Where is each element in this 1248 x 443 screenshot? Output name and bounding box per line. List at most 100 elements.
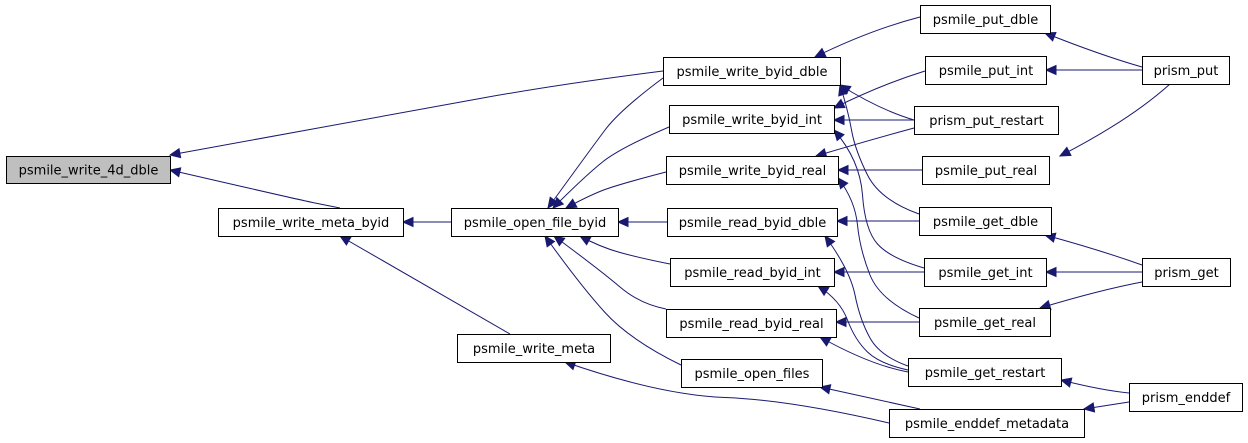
edge-line — [544, 235, 682, 366]
edge-prism-put-restart-to-psmile-write-byid-dble — [838, 84, 915, 121]
edge-line — [1044, 234, 1143, 266]
edge-line — [579, 235, 671, 265]
edge-line — [814, 16, 921, 58]
node-prism-enddef[interactable]: prism_enddef — [1129, 383, 1243, 412]
edge-prism-get-to-psmile-get-real — [1038, 281, 1143, 311]
edge-prism-enddef-to-psmile-get-restart — [1059, 377, 1130, 394]
edge-psmile-read-byid-dble-to-psmile-open-file-byid — [616, 216, 667, 228]
arrow-head — [837, 177, 849, 190]
edge-psmile-get-real-to-psmile-write-byid-real — [837, 177, 920, 319]
node-psmile-put-real[interactable]: psmile_put_real — [922, 156, 1050, 185]
node-psmile-get-int[interactable]: psmile_get_int — [924, 258, 1047, 287]
arrow-head — [816, 285, 830, 297]
edge-prism-put-to-psmile-put-int — [1044, 64, 1142, 76]
node-label: psmile_write_meta_byid — [233, 216, 390, 231]
arrow-head — [835, 215, 848, 227]
arrow-head — [544, 235, 556, 248]
node-psmile-read-byid-dble[interactable]: psmile_read_byid_dble — [667, 208, 838, 237]
node-psmile-read-byid-real[interactable]: psmile_read_byid_real — [666, 309, 837, 338]
node-label: psmile_get_restart — [925, 366, 1046, 381]
edge-line — [837, 177, 920, 319]
edge-psmile-write-byid-dble-to-psmile-open-file-byid — [547, 77, 664, 209]
node-psmile-get-dble[interactable]: psmile_get_dble — [919, 207, 1052, 236]
node-psmile-get-restart[interactable]: psmile_get_restart — [908, 358, 1062, 387]
node-box — [457, 334, 611, 363]
edge-psmile-put-int-to-psmile-write-byid-int — [832, 70, 926, 109]
node-psmile-write-4d-dble[interactable]: psmile_write_4d_dble — [6, 156, 171, 184]
arrow-head — [838, 83, 849, 97]
edge-line — [817, 285, 909, 371]
arrow-head — [401, 216, 414, 228]
node-box — [914, 106, 1059, 135]
edge-psmile-write-byid-dble-to-psmile-write-4d-dble — [168, 70, 664, 159]
node-psmile-write-byid-int[interactable]: psmile_write_byid_int — [669, 105, 835, 134]
edge-line — [339, 235, 511, 335]
node-psmile-open-file-byid[interactable]: psmile_open_file_byid — [451, 208, 619, 237]
node-label: psmile_read_byid_real — [679, 317, 823, 332]
arrow-head — [168, 147, 182, 159]
edge-psmile-get-int-to-psmile-write-byid-int — [833, 129, 925, 269]
edge-psmile-open-files-to-psmile-open-file-byid — [544, 235, 682, 366]
node-label: psmile_enddef_metadata — [905, 417, 1069, 432]
node-box — [922, 156, 1050, 185]
edge-psmile-write-byid-real-to-psmile-open-file-byid — [564, 171, 667, 209]
arrow-head — [1058, 146, 1072, 157]
node-label: psmile_put_int — [939, 64, 1033, 79]
node-label: psmile_write_byid_dble — [676, 65, 827, 80]
edge-line — [815, 127, 915, 157]
node-psmile-open-files[interactable]: psmile_open_files — [681, 359, 823, 388]
arrow-head — [834, 316, 847, 328]
arrow-head — [1082, 402, 1096, 413]
edge-line — [565, 171, 667, 209]
node-prism-put-restart[interactable]: prism_put_restart — [914, 106, 1059, 135]
node-label: psmile_get_dble — [933, 215, 1038, 230]
edge-line — [552, 126, 670, 209]
edge-psmile-open-file-byid-to-psmile-write-meta-byid — [401, 216, 451, 228]
edge-line — [819, 336, 909, 373]
node-box — [667, 208, 838, 237]
edge-line — [839, 84, 915, 121]
node-label: psmile_put_dble — [933, 13, 1039, 28]
edge-line — [819, 386, 921, 410]
node-box — [908, 358, 1062, 387]
node-box — [663, 57, 841, 86]
node-psmile-enddef-metadata[interactable]: psmile_enddef_metadata — [889, 409, 1085, 438]
node-label: psmile_open_file_byid — [464, 216, 606, 231]
node-prism-get[interactable]: prism_get — [1142, 258, 1231, 287]
node-psmile-read-byid-int[interactable]: psmile_read_byid_int — [670, 258, 835, 287]
node-box — [1142, 56, 1230, 85]
node-label: prism_enddef — [1142, 391, 1231, 406]
node-psmile-write-byid-real[interactable]: psmile_write_byid_real — [666, 156, 839, 185]
edge-psmile-read-byid-int-to-psmile-open-file-byid — [578, 235, 671, 265]
edge-prism-get-to-psmile-get-dble — [1043, 232, 1143, 266]
node-box — [1129, 383, 1243, 412]
node-box — [669, 105, 835, 134]
arrow-head — [818, 336, 832, 347]
node-box — [919, 207, 1052, 236]
node-box — [920, 5, 1051, 34]
node-box — [1142, 258, 1231, 287]
edge-line — [839, 84, 920, 215]
node-psmile-get-real[interactable]: psmile_get_real — [919, 308, 1051, 337]
node-psmile-write-meta-byid[interactable]: psmile_write_meta_byid — [218, 208, 404, 237]
nodes-layer: psmile_write_4d_dble psmile_write_meta_by… — [6, 5, 1243, 438]
node-psmile-write-byid-dble[interactable]: psmile_write_byid_dble — [663, 57, 841, 86]
edge-prism-get-to-psmile-get-int — [1044, 266, 1142, 278]
arrow-head — [813, 47, 827, 58]
node-psmile-put-int[interactable]: psmile_put_int — [925, 56, 1047, 85]
arrow-head — [1044, 64, 1057, 76]
edge-line — [564, 361, 890, 424]
arrow-head — [564, 198, 578, 209]
node-prism-put[interactable]: prism_put — [1142, 56, 1230, 85]
node-label: psmile_get_real — [934, 316, 1036, 331]
node-box — [670, 258, 835, 287]
node-psmile-write-meta[interactable]: psmile_write_meta — [457, 334, 611, 363]
edge-line — [1039, 281, 1143, 309]
edge-line — [824, 235, 909, 367]
node-psmile-put-dble[interactable]: psmile_put_dble — [920, 5, 1051, 34]
edge-line — [169, 70, 664, 156]
node-label: psmile_read_byid_int — [684, 266, 820, 281]
edge-line — [169, 169, 341, 209]
node-box — [924, 258, 1047, 287]
edge-psmile-enddef-metadata-to-psmile-open-files — [818, 384, 921, 410]
